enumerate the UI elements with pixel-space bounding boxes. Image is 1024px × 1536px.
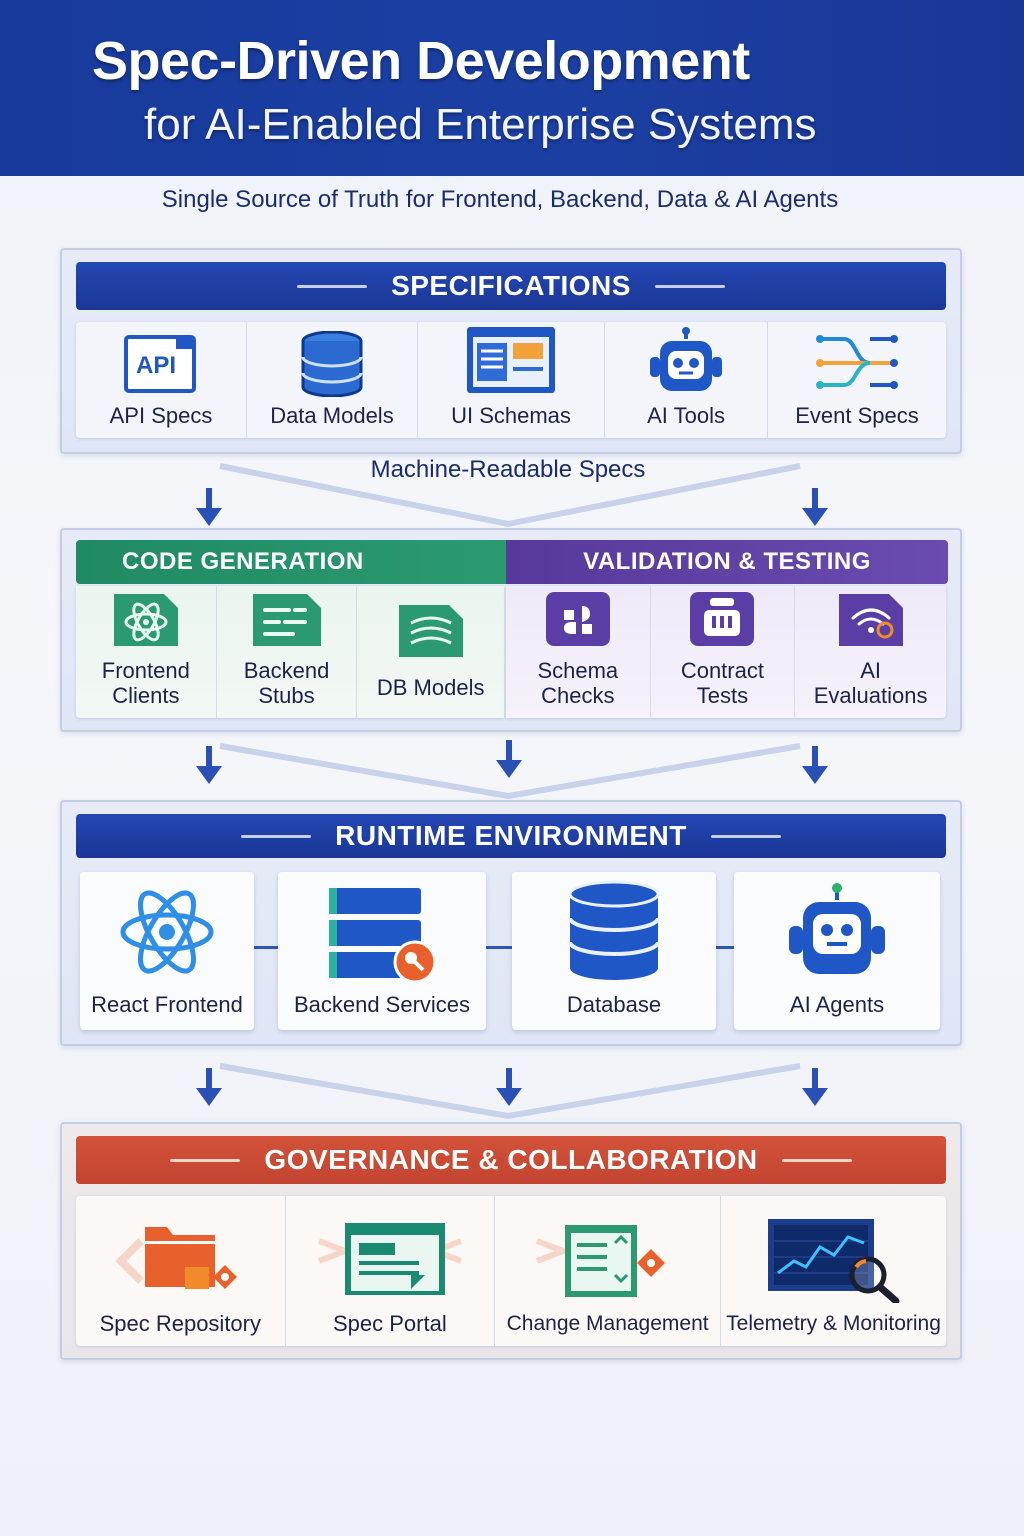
contract-test-icon: [690, 592, 755, 646]
spec-item-label: Event Specs: [795, 403, 919, 428]
codegen-item-label: DB Models: [376, 675, 485, 700]
schema-check-icon: [545, 592, 610, 646]
robot-icon: [650, 327, 723, 391]
governance-item-change-management: Change Management: [495, 1196, 722, 1346]
code-generation-row: Frontend Clients Backend Stubs: [76, 586, 504, 718]
governance-row: Spec Repository Spec Portal: [76, 1196, 946, 1346]
governance-item-telemetry: Telemetry & Monitoring: [721, 1196, 946, 1346]
database-icon: [301, 331, 363, 397]
runtime-panel: RUNTIME ENVIRONMENT React Frontend Backe…: [60, 800, 962, 1046]
runtime-item-label: Backend Services: [293, 992, 471, 1017]
validation-item-label: Contract Tests: [680, 658, 764, 708]
spec-item-label: AI Tools: [647, 403, 725, 428]
runtime-item-label: Database: [566, 992, 662, 1017]
runtime-item-label: AI Agents: [789, 992, 885, 1017]
ai-eval-icon: [838, 594, 903, 646]
codegen-item-frontend-clients: Frontend Clients: [76, 586, 217, 718]
page-subtitle: for AI-Enabled Enterprise Systems: [144, 100, 817, 149]
validation-item-schema-checks: Schema Checks: [506, 586, 651, 718]
specifications-title: SPECIFICATIONS: [391, 270, 631, 301]
change-icon: [535, 1225, 665, 1297]
down-arrow-icon: [196, 746, 222, 784]
code-generation-title: CODE GENERATION: [122, 548, 364, 575]
governance-item-label: Telemetry & Monitoring: [726, 1312, 941, 1335]
spec-item-label: API Specs: [109, 403, 213, 428]
down-arrow-icon: [196, 1068, 222, 1106]
specifications-banner: SPECIFICATIONS: [76, 262, 946, 310]
code-generation-banner: CODE GENERATION: [76, 540, 506, 584]
spec-item-ai-tools: AI Tools: [605, 322, 768, 438]
runtime-item-react-frontend: React Frontend: [80, 872, 254, 1030]
atom-icon: [113, 594, 178, 646]
portal-icon: [317, 1223, 462, 1295]
codegen-item-label: Frontend Clients: [101, 658, 190, 708]
validation-testing-row: Schema Checks Contract Tests: [506, 586, 946, 718]
flow-converge-3: [219, 1063, 801, 1120]
down-arrow-icon: [802, 488, 828, 526]
monitor-chart-icon: [767, 1219, 900, 1303]
runtime-title: RUNTIME ENVIRONMENT: [335, 820, 687, 851]
code-stubs-icon: [252, 594, 321, 646]
header-banner: Spec-Driven Development for AI-Enabled E…: [0, 0, 1024, 176]
runtime-item-label: React Frontend: [91, 992, 243, 1017]
api-icon: API: [123, 335, 196, 393]
runtime-item-backend-services: Backend Services: [278, 872, 486, 1030]
governance-item-spec-portal: Spec Portal: [286, 1196, 496, 1346]
db-model-icon: [398, 605, 463, 657]
flow-converge-1: [219, 463, 801, 528]
flow-label: Machine-Readable Specs: [370, 456, 646, 483]
specifications-row: API API Specs Data Models UI: [76, 322, 946, 438]
server-icon: [329, 888, 437, 984]
robot-icon: [789, 883, 885, 974]
page-title: Spec-Driven Development: [92, 31, 750, 91]
database-icon: [568, 880, 660, 980]
ui-schema-icon: [467, 327, 556, 393]
spec-item-label: Data Models: [270, 403, 394, 428]
down-arrow-icon: [496, 740, 522, 778]
spec-item-ui-schemas: UI Schemas: [418, 322, 606, 438]
validation-item-label: Schema Checks: [537, 658, 619, 708]
governance-item-spec-repository: Spec Repository: [76, 1196, 286, 1346]
codegen-validation-panel: CODE GENERATION VALIDATION & TESTING Fro…: [60, 528, 962, 732]
validation-item-ai-evaluations: AI Evaluations: [795, 586, 946, 718]
validation-testing-banner: VALIDATION & TESTING: [506, 540, 948, 584]
down-arrow-icon: [196, 488, 222, 526]
codegen-item-backend-stubs: Backend Stubs: [217, 586, 358, 718]
governance-item-label: Change Management: [506, 1312, 709, 1335]
codegen-item-label: Backend Stubs: [243, 658, 330, 708]
spec-item-api: API API Specs: [76, 322, 247, 438]
down-arrow-icon: [802, 1068, 828, 1106]
runtime-item-database: Database: [512, 872, 716, 1030]
governance-item-label: Spec Portal: [333, 1311, 447, 1336]
codegen-item-db-models: DB Models: [357, 586, 504, 718]
governance-item-label: Spec Repository: [99, 1311, 261, 1336]
runtime-item-ai-agents: AI Agents: [734, 872, 940, 1030]
spec-item-data-models: Data Models: [247, 322, 418, 438]
runtime-banner: RUNTIME ENVIRONMENT: [76, 814, 946, 858]
validation-testing-title: VALIDATION & TESTING: [583, 548, 871, 575]
down-arrow-icon: [496, 1068, 522, 1106]
svg-text:API: API: [136, 352, 176, 379]
flow-converge-2: [219, 743, 801, 800]
governance-panel: GOVERNANCE & COLLABORATION Spec Reposito…: [60, 1122, 962, 1360]
spec-item-event-specs: Event Specs: [768, 322, 946, 438]
down-arrow-icon: [802, 746, 828, 784]
spec-item-label: UI Schemas: [451, 403, 571, 428]
specifications-panel: SPECIFICATIONS API API Specs Data Models: [60, 248, 962, 454]
validation-item-label: AI Evaluations: [813, 658, 928, 708]
governance-title: GOVERNANCE & COLLABORATION: [264, 1144, 758, 1175]
react-icon: [120, 890, 214, 974]
tagline: Single Source of Truth for Frontend, Bac…: [161, 186, 839, 213]
validation-item-contract-tests: Contract Tests: [651, 586, 796, 718]
event-flow-icon: [816, 335, 898, 389]
governance-banner: GOVERNANCE & COLLABORATION: [76, 1136, 946, 1184]
folder-git-icon: [115, 1227, 238, 1289]
